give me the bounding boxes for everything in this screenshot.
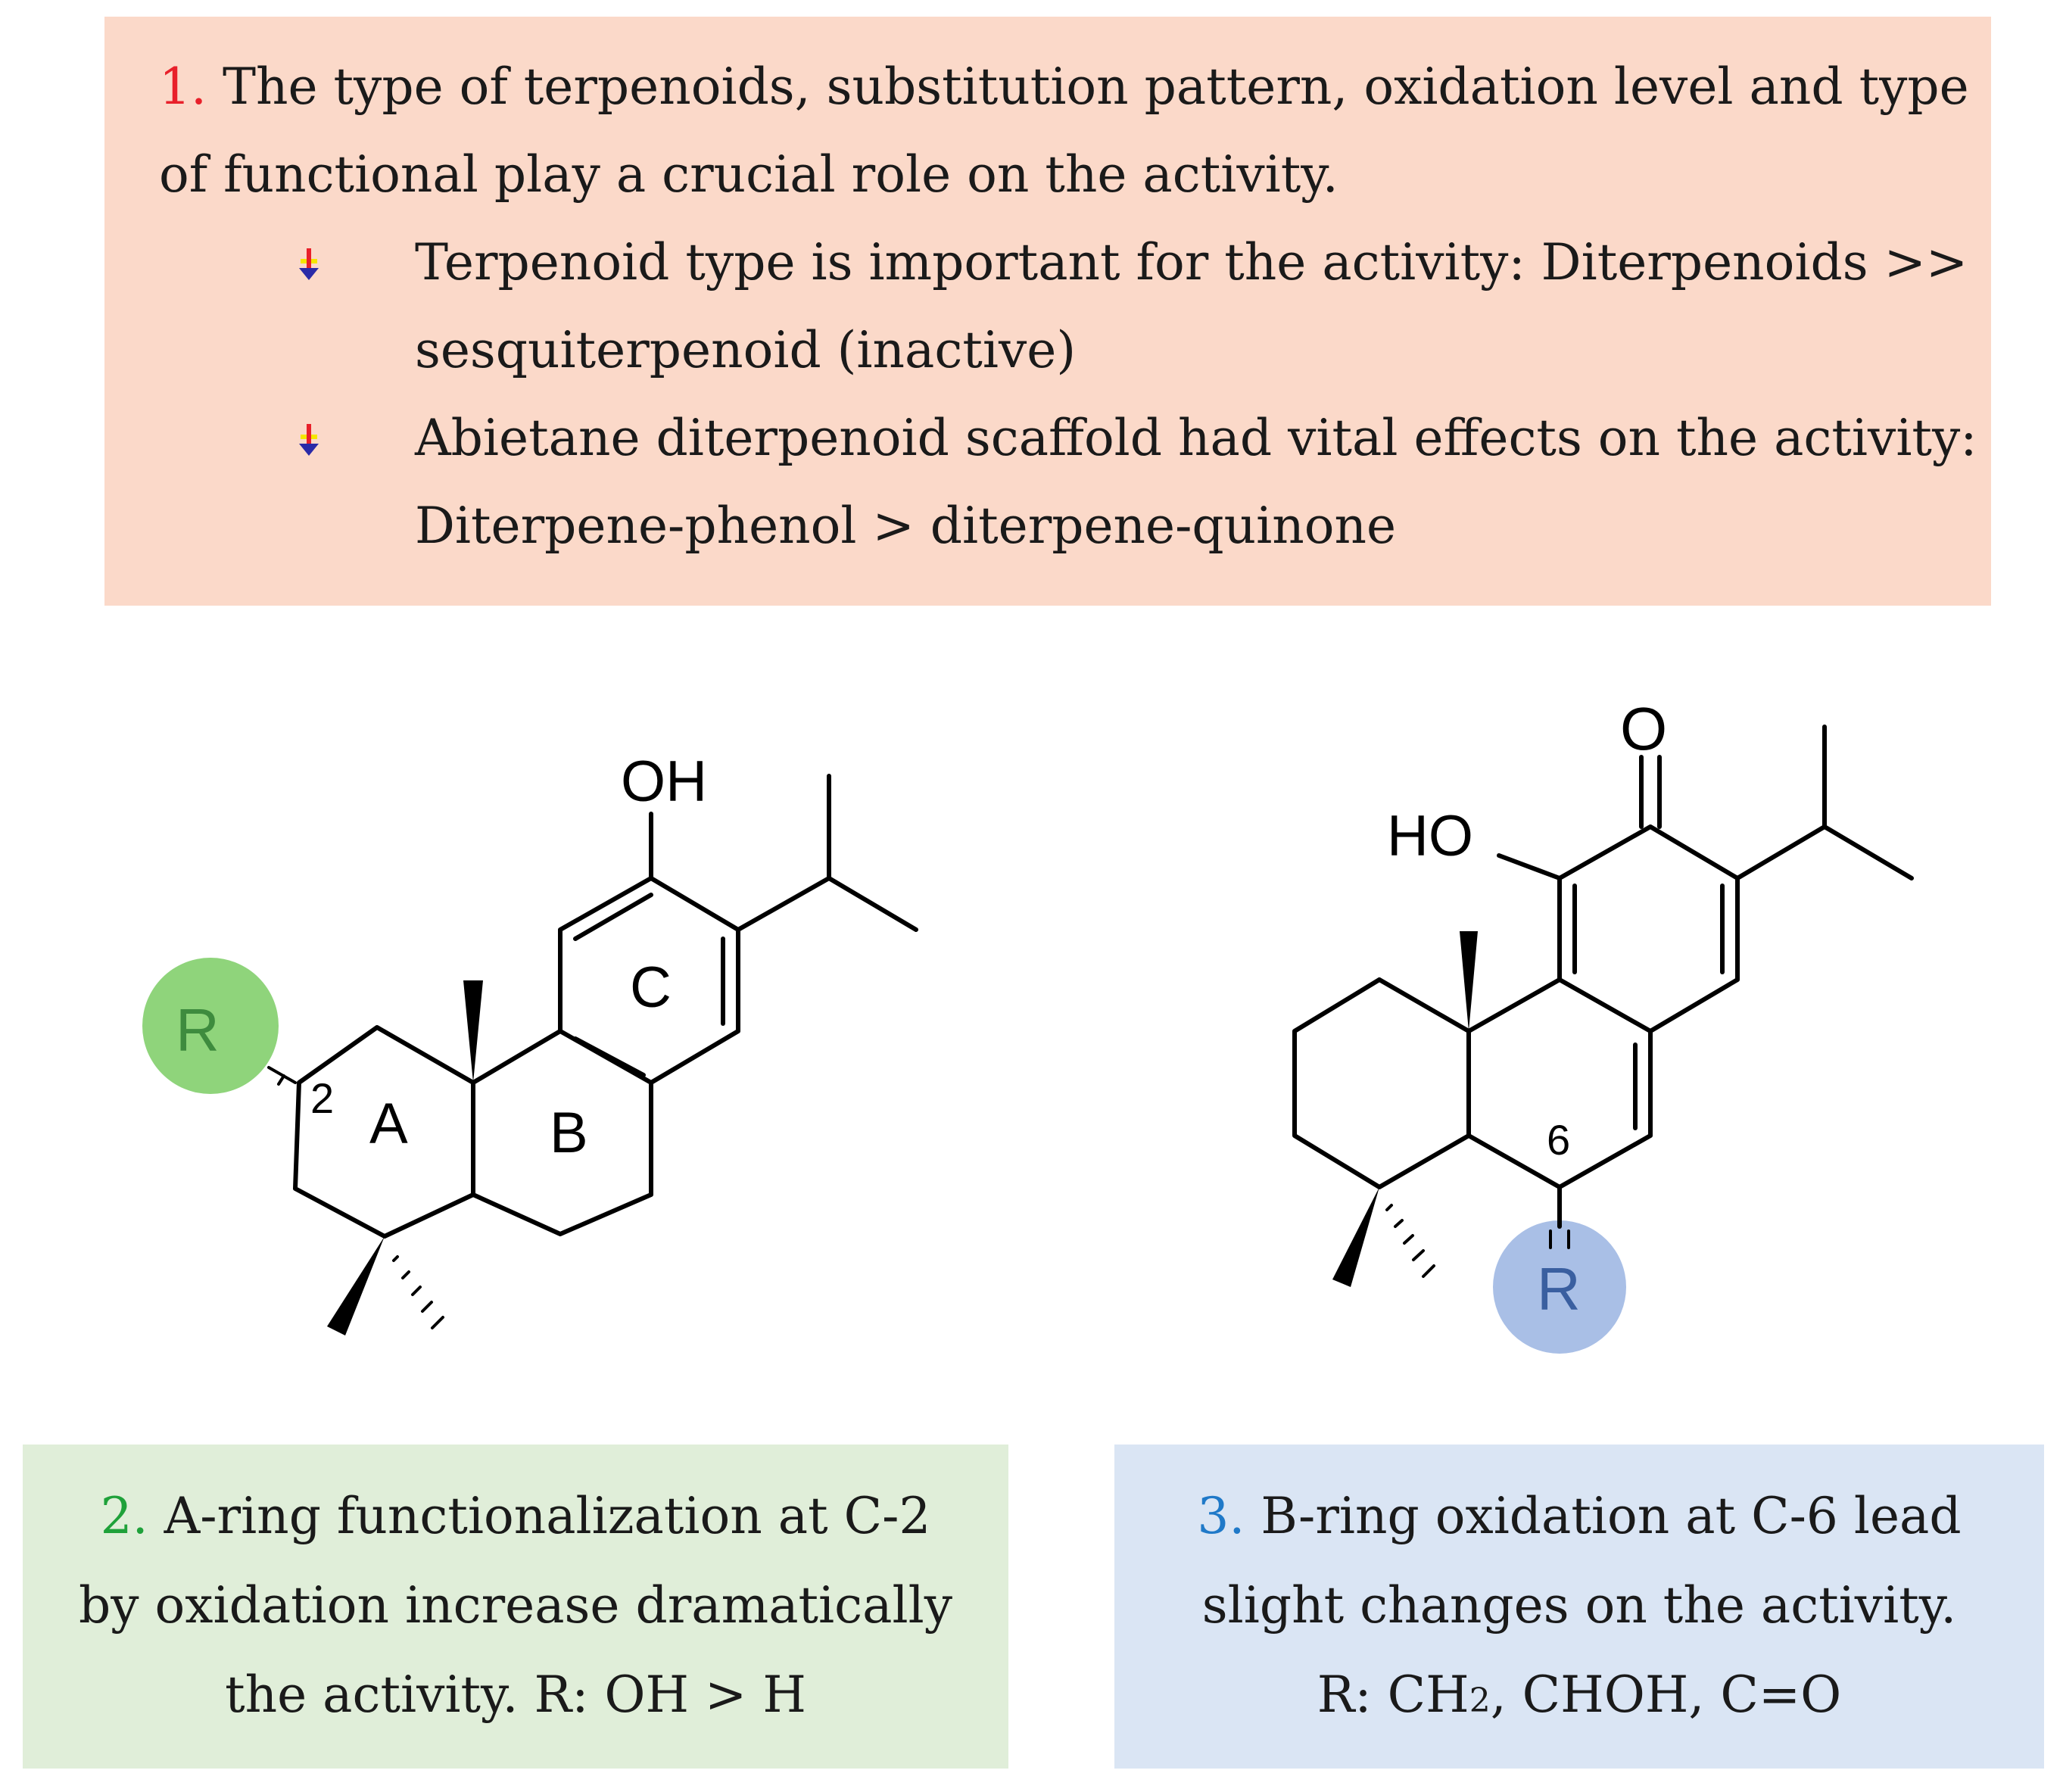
arrow-down-bullet-icon (299, 248, 319, 280)
hashed-bond (392, 1255, 444, 1329)
position-6-label: 6 (1547, 1116, 1570, 1164)
wedge-bond (1332, 1187, 1379, 1287)
point3-line3-suffix: , CHOH, C=O (1490, 1666, 1842, 1724)
ring-a-label: A (369, 1092, 408, 1156)
r-label-left: R (176, 996, 220, 1064)
point3-line1: 3. B-ring oxidation at C-6 lead (1114, 1491, 2044, 1541)
point2-line2: by oxidation increase dramatically (78, 1576, 952, 1635)
point3-box: 3. B-ring oxidation at C-6 lead slight c… (1114, 1445, 2044, 1769)
oh-label: OH (621, 750, 707, 814)
point3-number: 3. (1197, 1487, 1245, 1545)
point2-line3: the activity. R: OH > H (225, 1666, 806, 1724)
point1-line2: of functional play a crucial role on the… (159, 145, 1338, 204)
point2-number: 2. (100, 1487, 148, 1545)
left-molecule: OH R 2 A B C (142, 750, 918, 1335)
ring-b-bonds (1466, 977, 1653, 1189)
point3-line1-text: B-ring oxidation at C-6 lead (1261, 1487, 1962, 1545)
ring-c-double-bond (573, 893, 653, 941)
bullet1-line2: sesquiterpenoid (inactive) (415, 321, 1077, 379)
bullet1-line1: Terpenoid type is important for the acti… (415, 233, 1968, 291)
wedge-bond (327, 1236, 385, 1335)
ho-label: HO (1387, 804, 1473, 868)
r-substituent-highlight (1493, 1220, 1626, 1354)
ring-c-bonds (558, 876, 740, 1085)
carbonyl-double-bond (1639, 755, 1662, 829)
r-substituent-highlight (142, 958, 279, 1094)
ring-c-bonds (1557, 824, 1740, 1033)
c6-r-double-bond (1549, 1229, 1570, 1249)
ho-bond (1497, 853, 1562, 880)
point1-box: 1. The type of terpenoids, substitution … (104, 17, 1991, 606)
point2-line1: 2. A-ring functionalization at C-2 (23, 1491, 1008, 1541)
carbonyl-oxygen-label: O (1620, 695, 1667, 762)
position-2-label: 2 (310, 1074, 334, 1122)
point3-line2: slight changes on the activity. (1201, 1576, 1957, 1635)
point2-line1-text: A-ring functionalization at C-2 (164, 1487, 931, 1545)
ring-b-label: B (550, 1101, 588, 1165)
ring-a-bonds (1377, 977, 1471, 1138)
right-molecule: O HO 6 R (1292, 695, 1914, 1354)
point1-line1: 1. The type of terpenoids, substitution … (159, 62, 1969, 112)
ring-a-bonds (1292, 977, 1471, 1189)
ring-c-label: C (630, 955, 672, 1020)
point1-number: 1. (159, 58, 207, 116)
r-hashed-bond (267, 1066, 297, 1086)
methyl-wedge-bond (463, 980, 483, 1083)
point3-line3-subscript: 2 (1469, 1681, 1491, 1720)
isopropyl-bonds (1735, 725, 1914, 880)
hashed-bond (1385, 1204, 1435, 1278)
isopropyl-bonds (736, 774, 918, 932)
point2-box: 2. A-ring functionalization at C-2 by ox… (23, 1445, 1008, 1769)
bullet2-line2: Diterpene-phenol > diterpene-quinone (415, 497, 1397, 555)
point1-line1-text: The type of terpenoids, substitution pat… (222, 58, 1969, 116)
point3-line3: R: CH2, CHOH, C=O (1114, 1670, 2044, 1720)
ring-c-double-bond (573, 1036, 646, 1077)
bullet2-line1: Abietane diterpenoid scaffold had vital … (415, 409, 1977, 467)
r-label-right: R (1537, 1255, 1581, 1323)
ring-b-bonds (471, 1029, 653, 1236)
arrow-down-bullet-icon (299, 424, 319, 456)
methyl-wedge-bond (1460, 931, 1478, 1031)
point3-line3-prefix: R: CH (1317, 1666, 1469, 1724)
